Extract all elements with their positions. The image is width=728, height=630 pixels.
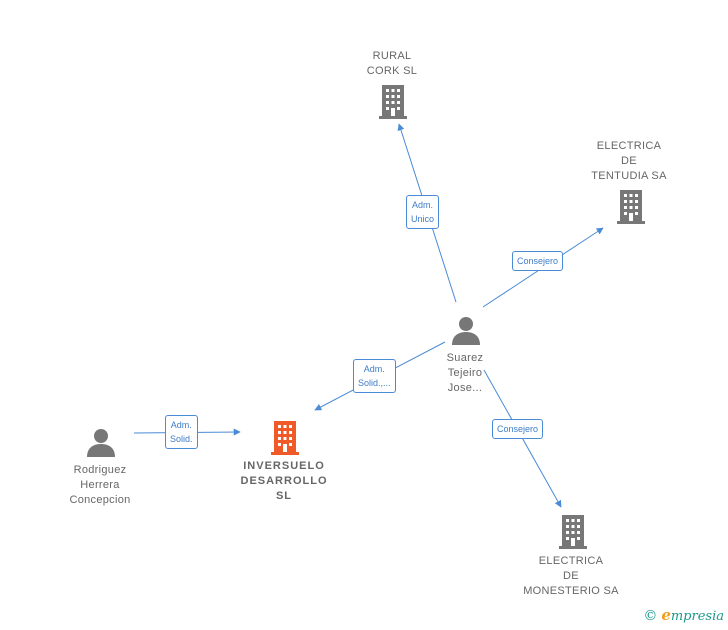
edge-label-consejero-tentudia[interactable]: Consejero — [512, 251, 564, 271]
building-icon[interactable] — [557, 515, 589, 549]
person-icon[interactable] — [86, 428, 116, 458]
copyright-icon: © — [643, 608, 658, 624]
node-suarez-label[interactable]: Suarez Tejeiro Jose... — [446, 352, 484, 394]
node-rodriguez-label[interactable]: Rodriguez Herrera Concepcion — [69, 464, 131, 506]
brand-initial: e — [661, 606, 671, 624]
person-icon[interactable] — [451, 316, 481, 346]
edge-label-adm-solid-inversuelo[interactable]: Adm. Solid.,... — [353, 359, 396, 393]
edge-label-adm-solid-rodriguez[interactable]: Adm. Solid. — [165, 415, 198, 449]
building-icon[interactable] — [615, 190, 647, 224]
empresia-logo: ©empresia — [643, 606, 724, 624]
brand-name: mpresia — [670, 609, 724, 624]
building-main-icon[interactable] — [269, 421, 301, 455]
building-icon[interactable] — [377, 85, 409, 119]
node-electrica-monesterio-label[interactable]: ELECTRICA DE MONESTERIO SA — [523, 555, 619, 597]
node-inversuelo-label[interactable]: INVERSUELO DESARROLLO SL — [240, 460, 328, 502]
node-electrica-tentudia-label[interactable]: ELECTRICA DE TENTUDIA SA — [591, 140, 667, 182]
node-rural-cork-label[interactable]: RURAL CORK SL — [366, 50, 418, 77]
edge-label-consejero-monesterio[interactable]: Consejero — [492, 419, 544, 439]
edge-label-adm-unico[interactable]: Adm. Unico — [406, 195, 440, 229]
